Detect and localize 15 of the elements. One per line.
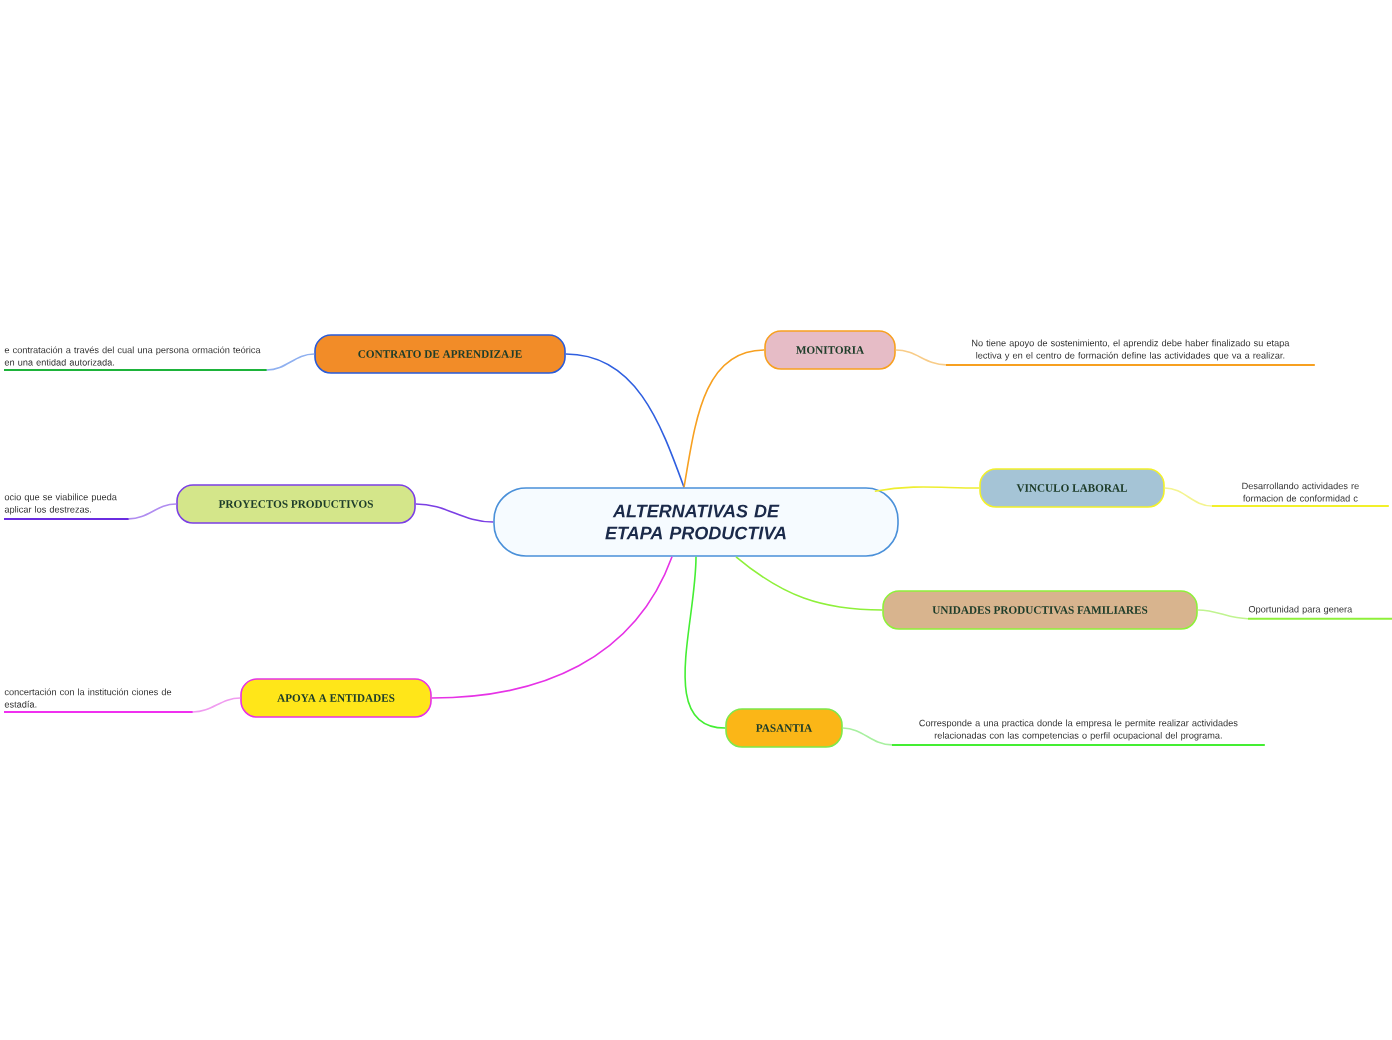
connector-line <box>431 556 673 699</box>
connector-line <box>683 349 765 488</box>
connector-line <box>415 503 494 523</box>
connector-line <box>684 556 726 729</box>
connector-line <box>192 697 241 713</box>
connector-line <box>128 503 177 520</box>
connector-line <box>1164 487 1213 507</box>
connector-line <box>735 556 883 611</box>
connector-line <box>1197 609 1249 620</box>
connector-line <box>842 727 893 746</box>
central-topic: ALTERNATIVAS DE ETAPA PRODUCTIVA <box>493 487 899 557</box>
connector-line <box>565 353 685 488</box>
connector-line <box>874 486 980 492</box>
connector-line <box>266 353 315 371</box>
connector-line <box>895 349 947 366</box>
